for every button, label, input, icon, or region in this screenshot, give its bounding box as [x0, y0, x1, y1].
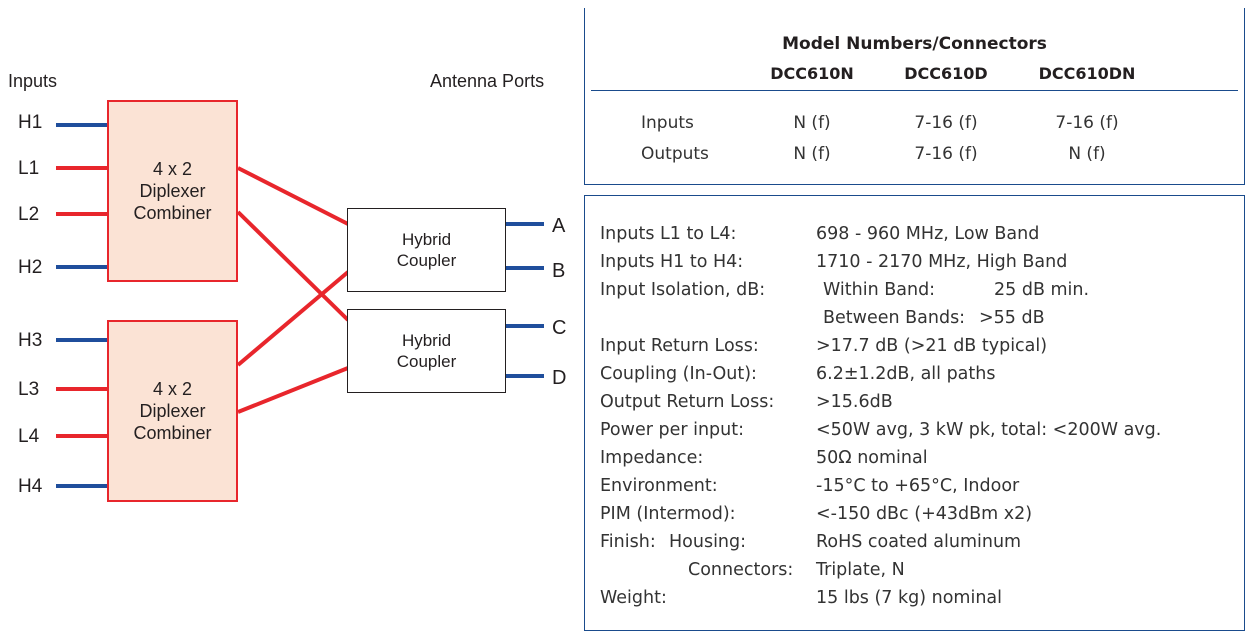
- input-label-h1: H1: [18, 112, 43, 133]
- combiner-1-line-1: 4 x 2: [152, 159, 193, 179]
- model-column-1: DCC610N: [770, 64, 854, 83]
- spec-value: RoHS coated aluminum: [816, 532, 1022, 552]
- combiner-2-line-1: 4 x 2: [152, 379, 193, 399]
- spec-label: PIM (Intermod):: [600, 504, 736, 524]
- spec-row-coupling: Coupling (In-Out): 6.2±1.2dB, all paths: [585, 364, 1244, 388]
- model-cell: N (f): [1068, 144, 1106, 164]
- spec-row-environment: Environment: -15°C to +65°C, Indoor: [585, 476, 1244, 500]
- block-diagram: Inputs Antenna Ports H1 L1 L2 H2 H3 L3 L…: [0, 0, 575, 644]
- model-table-title: Model Numbers/Connectors: [782, 34, 1047, 54]
- coupler-2-line-2: Coupler: [396, 352, 457, 371]
- model-cell: 7-16 (f): [914, 144, 978, 164]
- model-column-3: DCC610DN: [1038, 64, 1136, 83]
- spec-row-return-loss-out: Output Return Loss: >15.6dB: [585, 392, 1244, 416]
- spec-label: Input Return Loss:: [600, 336, 759, 356]
- antenna-ports-header: Antenna Ports: [430, 71, 545, 91]
- hybrid-coupler-1: Hybrid Coupler: [347, 208, 506, 292]
- spec-sublabel-between: Between Bands:: [823, 308, 966, 328]
- spec-value-between: >55 dB: [979, 308, 1045, 328]
- spec-value: 50Ω nominal: [816, 448, 928, 468]
- spec-label: Coupling (In-Out):: [600, 364, 757, 384]
- combiner-2-line-2: Diplexer: [139, 401, 206, 421]
- spec-row-finish-connectors: Connectors: Triplate, N: [585, 560, 1244, 584]
- model-cell: N (f): [793, 113, 831, 133]
- spec-value-within: 25 dB min.: [994, 280, 1090, 300]
- spec-value: 698 - 960 MHz, Low Band: [816, 224, 1040, 244]
- combiner-2-line-3: Combiner: [133, 423, 212, 443]
- model-row-label-outputs: Outputs: [641, 144, 709, 164]
- port-label-a: A: [552, 215, 566, 237]
- combiner-1-line-2: Diplexer: [139, 181, 206, 201]
- spec-value: -15°C to +65°C, Indoor: [816, 476, 1020, 496]
- port-label-b: B: [552, 260, 566, 282]
- link-combiner2-coupler2: [237, 366, 349, 414]
- model-cell: 7-16 (f): [1055, 113, 1119, 133]
- input-label-h4: H4: [18, 476, 43, 497]
- input-label-l4: L4: [18, 426, 40, 447]
- link-combiner1-coupler2: [236, 210, 350, 322]
- link-combiner2-coupler1: [236, 270, 350, 367]
- spec-value: >15.6dB: [816, 392, 893, 412]
- input-label-l3: L3: [18, 379, 40, 400]
- spec-value: 6.2±1.2dB, all paths: [816, 364, 996, 384]
- spec-label: Inputs L1 to L4:: [600, 224, 737, 244]
- model-numbers-table: Model Numbers/Connectors DCC610N DCC610D…: [584, 8, 1245, 185]
- spec-value: <50W avg, 3 kW pk, total: <200W avg.: [816, 420, 1162, 440]
- port-label-d: D: [552, 367, 567, 389]
- spec-label: Impedance:: [600, 448, 704, 468]
- model-cell: N (f): [793, 144, 831, 164]
- spec-value: 15 lbs (7 kg) nominal: [816, 588, 1003, 608]
- model-column-2: DCC610D: [904, 64, 988, 83]
- spec-row-inputs-h: Inputs H1 to H4: 1710 - 2170 MHz, High B…: [585, 252, 1244, 276]
- spec-label: Environment:: [600, 476, 718, 496]
- port-label-c: C: [552, 317, 567, 339]
- spec-row-weight: Weight: 15 lbs (7 kg) nominal: [585, 588, 1244, 612]
- spec-label: Input Isolation, dB:: [600, 280, 766, 300]
- spec-sublabel-connectors: Connectors:: [688, 560, 794, 580]
- spec-label: Finish:: [600, 532, 656, 552]
- link-combiner1-coupler1: [237, 166, 349, 226]
- input-label-l2: L2: [18, 204, 40, 225]
- spec-row-isolation: Input Isolation, dB: Within Band: 25 dB …: [585, 280, 1244, 304]
- spec-value: 1710 - 2170 MHz, High Band: [816, 252, 1068, 272]
- spec-value: <-150 dBc (+43dBm x2): [816, 504, 1033, 524]
- diplexer-combiner-1: 4 x 2 Diplexer Combiner: [107, 100, 238, 282]
- input-label-h2: H2: [18, 257, 43, 278]
- spec-row-power: Power per input: <50W avg, 3 kW pk, tota…: [585, 420, 1244, 444]
- spec-row-finish-housing: Finish: Housing: RoHS coated aluminum: [585, 532, 1244, 556]
- spec-sublabel-within: Within Band:: [823, 280, 936, 300]
- spec-label: Weight:: [600, 588, 667, 608]
- spec-row-inputs-l: Inputs L1 to L4: 698 - 960 MHz, Low Band: [585, 224, 1244, 248]
- connection-lines: [56, 123, 544, 488]
- input-label-h3: H3: [18, 330, 43, 351]
- spec-value: >17.7 dB (>21 dB typical): [816, 336, 1048, 356]
- input-label-l1: L1: [18, 158, 40, 179]
- spec-label: Power per input:: [600, 420, 745, 440]
- spec-row-pim: PIM (Intermod): <-150 dBc (+43dBm x2): [585, 504, 1244, 528]
- hybrid-coupler-2: Hybrid Coupler: [347, 309, 506, 393]
- spec-label: Output Return Loss:: [600, 392, 775, 412]
- inputs-header: Inputs: [8, 71, 58, 91]
- combiner-1-line-3: Combiner: [133, 203, 212, 223]
- model-cell: 7-16 (f): [914, 113, 978, 133]
- coupler-1-line-1: Hybrid: [401, 230, 452, 249]
- spec-sublabel-housing: Housing:: [669, 532, 747, 552]
- diplexer-combiner-2: 4 x 2 Diplexer Combiner: [107, 320, 238, 502]
- spec-row-impedance: Impedance: 50Ω nominal: [585, 448, 1244, 472]
- model-row-label-inputs: Inputs: [641, 113, 694, 133]
- coupler-1-line-2: Coupler: [396, 251, 457, 270]
- spec-row-return-loss-in: Input Return Loss: >17.7 dB (>21 dB typi…: [585, 336, 1244, 360]
- spec-value: Triplate, N: [816, 560, 905, 580]
- coupler-2-line-1: Hybrid: [401, 331, 452, 350]
- specifications-panel: Inputs L1 to L4: 698 - 960 MHz, Low Band…: [584, 195, 1245, 631]
- spec-row-isolation-between: Between Bands: >55 dB: [585, 308, 1244, 332]
- model-table-divider: [591, 90, 1238, 91]
- spec-label: Inputs H1 to H4:: [600, 252, 744, 272]
